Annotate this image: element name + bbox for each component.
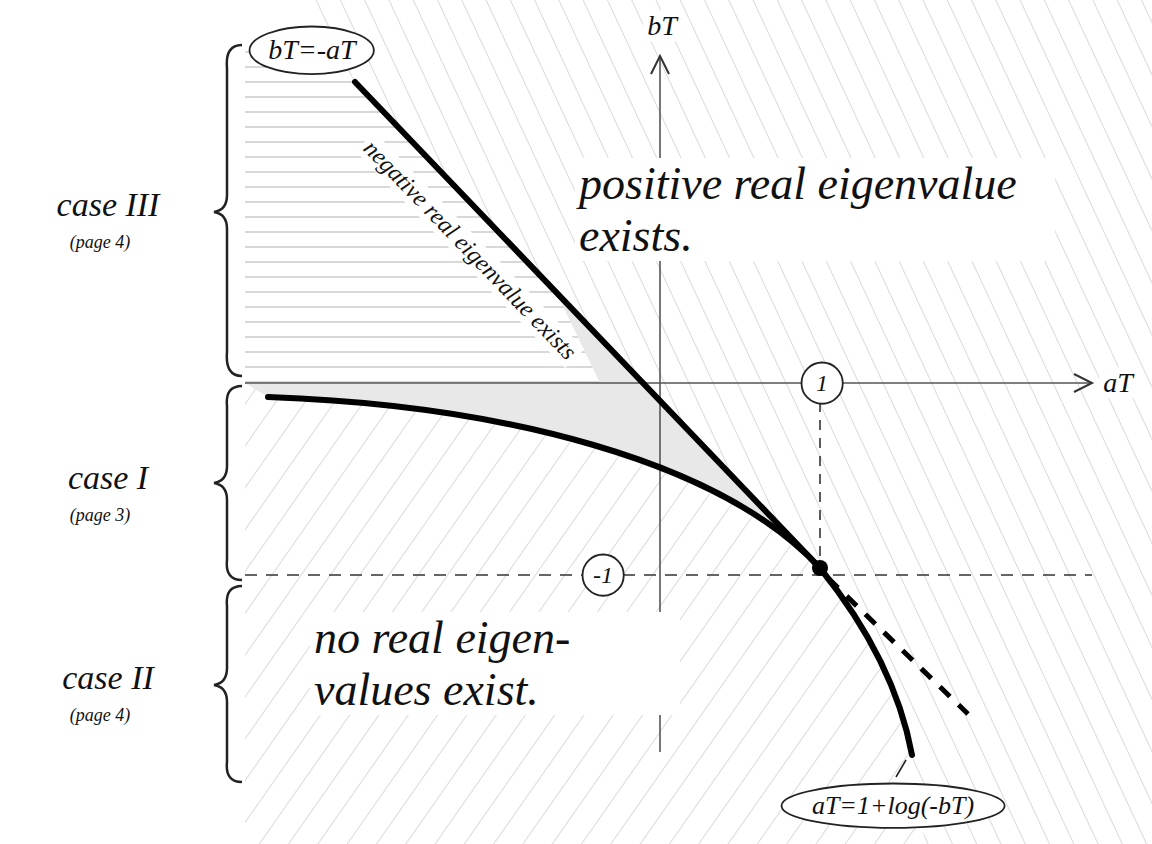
- boundary-curve: [268, 397, 912, 755]
- node-text: -1: [593, 562, 613, 588]
- brace: [214, 45, 242, 376]
- case-label-box: case III: [53, 186, 164, 224]
- region-label: no real eigen- values exist.: [310, 612, 680, 715]
- ellipse: [250, 26, 374, 74]
- node-text: aT=1+log(-bT): [812, 792, 974, 821]
- page-ref: (page 3): [66, 505, 134, 525]
- page-ref-box: (page 4): [66, 705, 134, 725]
- case-label-box: case II: [58, 659, 158, 697]
- node-text: 1: [816, 370, 828, 396]
- page-ref: (page 4): [66, 232, 134, 252]
- axis-label: aT: [1099, 367, 1137, 398]
- boundary-line: [355, 82, 820, 568]
- ellipse: [582, 554, 623, 595]
- circled-number: -1: [581, 553, 625, 597]
- guide-line: [245, 574, 1092, 576]
- arrow-head: [1074, 374, 1092, 392]
- no-real-region-hatch: [245, 383, 925, 844]
- region-label-box: no real eigen- values exist.: [310, 612, 680, 715]
- tangent-dashed: [828, 578, 968, 714]
- region-label: positive real eigenvalue exists.: [575, 158, 1055, 261]
- ellipse: [781, 784, 1004, 828]
- region-label-box: negative real eigenvalue exists: [355, 132, 584, 368]
- case-label: case II: [58, 659, 158, 697]
- circled-formula: aT=1+log(-bT): [780, 782, 1006, 829]
- brace: [214, 386, 242, 580]
- axis-label-box: aT: [1099, 367, 1137, 398]
- ellipse: [801, 362, 842, 403]
- axis-label: bT: [643, 10, 681, 41]
- page-ref-box: (page 3): [66, 505, 134, 525]
- node-text: bT=-aT: [268, 35, 355, 66]
- axis-label-box: bT: [643, 10, 681, 41]
- circled-number: 1: [800, 361, 844, 405]
- brace: [214, 586, 242, 782]
- leader-line: [896, 760, 906, 777]
- arrow-head: [651, 56, 669, 74]
- case-label: case I: [64, 459, 152, 497]
- case-label-box: case I: [64, 459, 152, 497]
- circled-formula: bT=-aT: [248, 25, 375, 76]
- region-label-box: positive real eigenvalue exists.: [575, 158, 1055, 261]
- page-ref-box: (page 4): [66, 232, 134, 252]
- a-axis: [245, 382, 1090, 384]
- page-ref: (page 4): [66, 705, 134, 725]
- touch-point: [812, 560, 828, 576]
- region-label: negative real eigenvalue exists: [355, 132, 584, 368]
- guide-line: [819, 402, 821, 560]
- case-label: case III: [53, 186, 164, 224]
